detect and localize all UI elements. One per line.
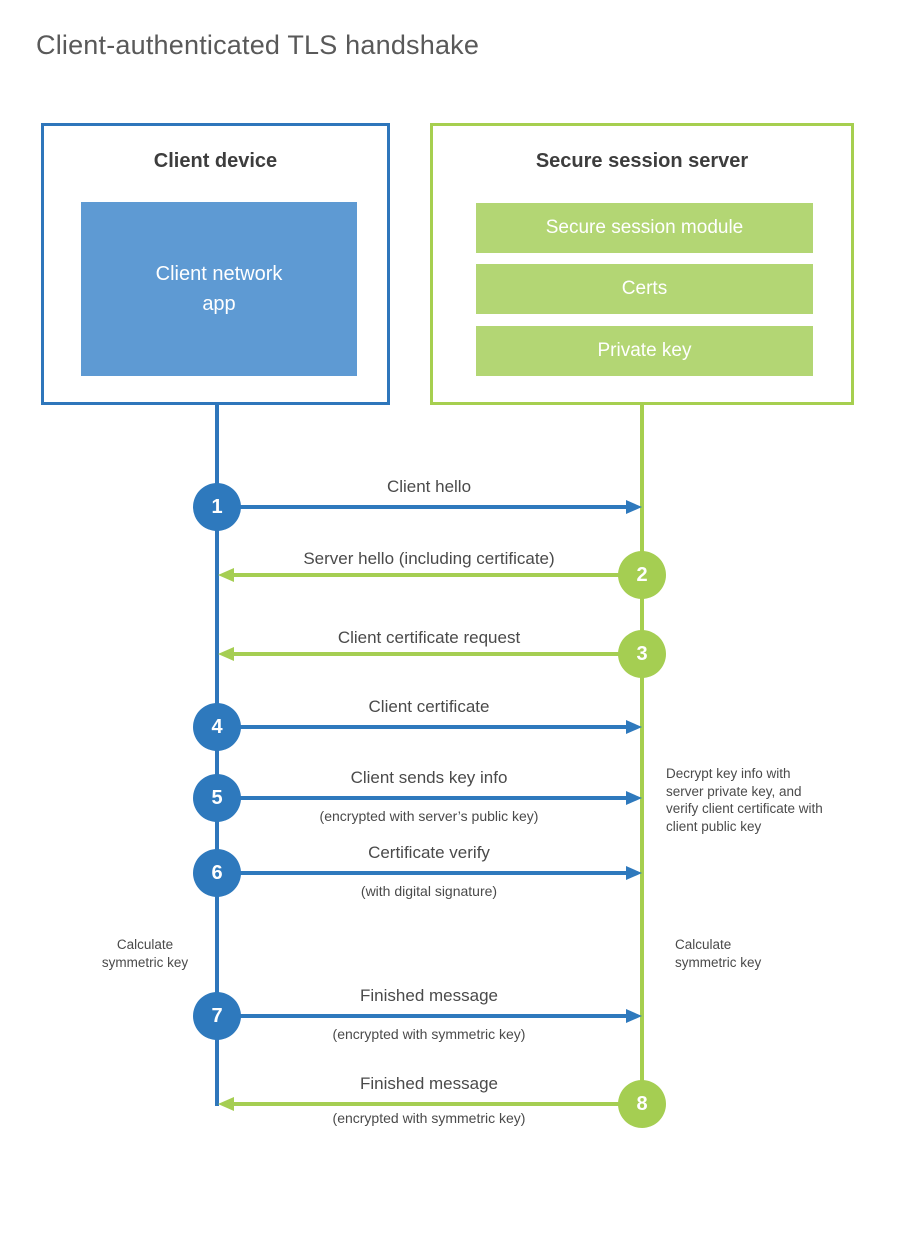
client-network-app-box: Client network app [81,202,357,376]
message-3-arrow [218,647,642,661]
arrowhead-left-icon [218,1097,234,1111]
calc-symmetric-key-left: Calculate symmetric key [101,937,189,970]
message-4-label: Client certificate [368,697,490,716]
message-7-arrow [217,1009,642,1023]
step-2-badge: 2 [618,551,666,599]
step-6-badge: 6 [193,849,241,897]
client-device-box: Client device Client network app [41,123,390,405]
server-lifeline [640,405,644,1104]
step-4-badge: 4 [193,703,241,751]
message-1-arrow [217,500,642,514]
step-8-badge: 8 [618,1080,666,1128]
step-3-badge: 3 [618,630,666,678]
message-6-label: Certificate verify [368,843,490,862]
message-5-arrow [217,791,642,805]
message-3-label: Client certificate request [337,628,521,647]
server-module-certs: Certs [476,264,813,314]
message-4-arrow [217,720,642,734]
arrowhead-right-icon [626,500,642,514]
calc-symmetric-key-right: Calculate symmetric key [675,937,762,970]
message-6-arrow [217,866,642,880]
server-module-private-key: Private key [476,326,813,376]
message-5-label: Client sends key info [350,768,508,787]
message-1-label: Client hello [386,477,472,496]
message-7-sublabel: (encrypted with symmetric key) [332,1026,526,1042]
arrowhead-right-icon [626,720,642,734]
page-title: Client-authenticated TLS handshake [36,30,480,60]
client-device-title: Client device [153,150,278,172]
server-box: Secure session server Secure session mod… [430,123,854,405]
step-5-badge: 5 [193,774,241,822]
arrowhead-right-icon [626,1009,642,1023]
message-7-label: Finished message [360,986,498,1005]
step-1-badge: 1 [193,483,241,531]
message-2-arrow [218,568,642,582]
arrowhead-right-icon [626,866,642,880]
message-5-sublabel: (encrypted with server’s public key) [319,808,539,824]
arrowhead-left-icon [218,568,234,582]
message-2-label: Server hello (including certificate) [303,549,555,568]
arrowhead-left-icon [218,647,234,661]
message-8-sublabel: (encrypted with symmetric key) [332,1110,526,1126]
step-7-badge: 7 [193,992,241,1040]
server-module-secure-session: Secure session module [476,203,813,253]
message-8-label: Finished message [360,1074,498,1093]
message-6-sublabel: (with digital signature) [360,883,498,899]
decrypt-key-note: Decrypt key info with server private key… [666,766,823,834]
arrowhead-right-icon [626,791,642,805]
server-title: Secure session server [535,150,749,172]
message-8-arrow [218,1097,642,1111]
client-lifeline [215,405,219,1106]
